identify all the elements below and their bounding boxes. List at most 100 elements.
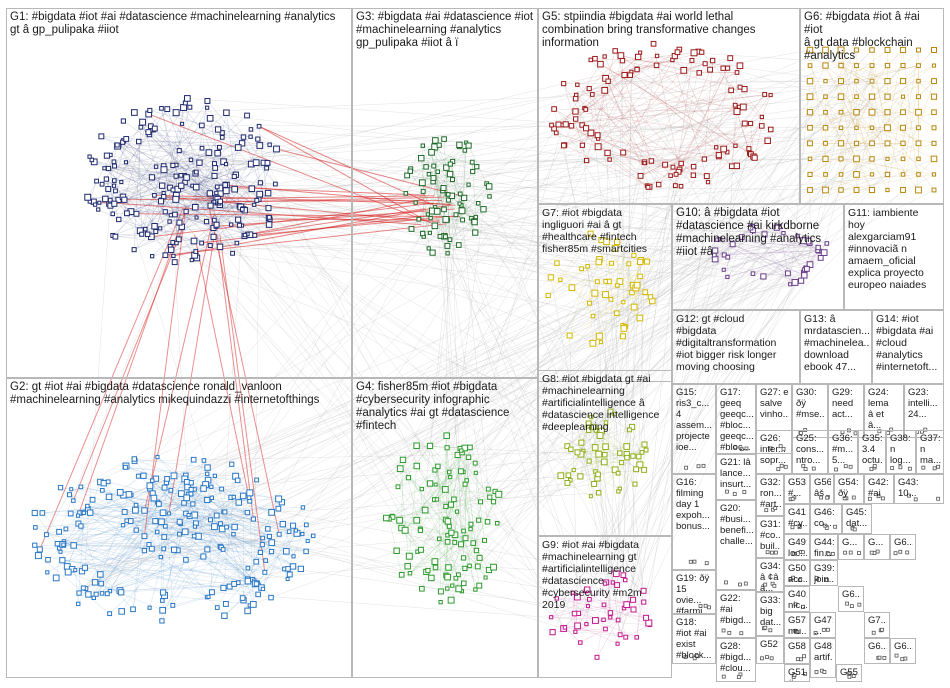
group-box-g39: G39: join...: [810, 560, 838, 586]
group-label-g43: G43: 10...: [898, 477, 919, 499]
group-box-g51: G51: #...: [784, 664, 810, 682]
group-box-g40: G40: nic...: [784, 586, 810, 612]
group-label-g20: G20: #busi... benefi... challe...: [720, 503, 753, 547]
group-label-g7: G7: #iot #bigdata ingliguori #ai â gt #h…: [542, 207, 648, 255]
group-label-g1: G1: #bigdata #iot #ai #datascience #mach…: [10, 11, 336, 36]
group-label-g14: G14: #iot #bigdata #ai #cloud #analytics…: [876, 313, 938, 373]
group-label-g27: G27: e salve vinho...: [760, 387, 789, 420]
group-label-g13: G13: â mrdatascien... #machinelea... dow…: [804, 313, 869, 373]
group-label-g53: G53: #...: [788, 477, 807, 499]
group-box-g56: G56: âš: [810, 474, 834, 504]
group-label-g47: G47: ...: [814, 615, 833, 637]
group-label-g5: G5: stpiindia #bigdata #ai world lethal …: [542, 11, 756, 49]
group-box-g50: G50: acc...: [784, 560, 810, 586]
group-box-g41: G41: #cy...: [784, 504, 810, 534]
group-box-g1: G1: #bigdata #iot #ai #datascience #mach…: [6, 8, 352, 378]
group-box-g42: G42: #ai: [864, 474, 894, 504]
group-label-g31: G31: #co... buil...: [760, 519, 781, 552]
group-label-g41: G41: #cy...: [788, 507, 807, 529]
group-label-g19: G19: ðÿ 15 ovie... #farmi...: [676, 573, 711, 614]
group-box-g30: G30: ðÿ #mse...: [792, 384, 828, 438]
group-label-g17: G17: geeq geeqc... #bloc... geeqc... #bl…: [720, 387, 753, 453]
group-box-g45: G45: dat...: [842, 504, 872, 534]
group-label-g8: G8: #iot #bigdata gt #ai #machinelearnin…: [542, 373, 660, 433]
group-label-g23: G23: intelli... 24...: [908, 387, 938, 420]
group-box-g16: G16: filming day 1 expoh... bonus...: [672, 474, 716, 570]
group-box-g32: G32: ron... #art...: [756, 474, 784, 516]
group-label-g54: G54: ðÿ: [838, 477, 859, 499]
group-label-g24: G24: lema â et â...: [868, 387, 889, 431]
group-box-g20: G20: #busi... benefi... challe...: [716, 500, 756, 590]
group-label-g30: G30: ðÿ #mse...: [796, 387, 825, 420]
group-box-g6d: G7...: [864, 612, 890, 638]
group-box-g36: G36: #m... 5...: [828, 430, 858, 474]
group-label-g58: G58: [788, 641, 806, 652]
group-box-g34: G34: â ¢â â...: [756, 558, 784, 592]
group-box-g28: G28: #bigd... #clou...: [716, 638, 756, 682]
group-box-g29: G29: need act...: [828, 384, 864, 438]
group-label-g15: G15: ris3_c... 4 assem... projecte ioe..…: [676, 387, 712, 453]
group-label-g55: G55: ...: [840, 667, 859, 681]
group-label-g50: G50: acc...: [788, 563, 807, 585]
group-label-g12: G12: gt #cloud #bigdata #digitaltransfor…: [676, 313, 777, 373]
group-label-g6b: G...: [868, 537, 884, 548]
group-box-g6e: G6...: [864, 638, 890, 664]
edge-layer: [34, 43, 935, 658]
group-box-g52: G52: [756, 636, 784, 664]
group-box-g6c: G6...: [890, 534, 916, 560]
group-label-g2: G2: gt #iot #ai #bigdata #datascience ro…: [10, 381, 320, 406]
group-label-g51: G51: #...: [788, 667, 807, 681]
group-label-g6c: G6...: [894, 537, 913, 548]
group-box-g25: G25: cons... ntro...: [792, 430, 828, 474]
group-box-g19: G19: ðÿ 15 ovie... #farmi...: [672, 570, 716, 614]
group-box-g6g: G6...: [838, 586, 864, 612]
group-box-g54: G54: ðÿ: [834, 474, 864, 504]
group-label-g36: G36: #m... 5...: [832, 433, 854, 466]
group-label-g56: G56: âš: [814, 477, 831, 499]
group-label-g25: G25: cons... ntro...: [796, 433, 824, 466]
group-label-g42: G42: #ai: [868, 477, 889, 499]
group-box-g23: G23: intelli... 24...: [904, 384, 944, 438]
group-label-g22: G22: #ai #bigd...: [720, 593, 752, 626]
group-box-g26: G26: inter... sopr...: [756, 430, 792, 474]
group-label-g6f: G6...: [894, 641, 913, 652]
group-box-g15: G15: ris3_c... 4 assem... projecte ioe..…: [672, 384, 716, 474]
group-box-g55: G55: ...: [836, 664, 862, 682]
node-layer: [31, 40, 941, 679]
group-box-g57: G57: mu...: [784, 612, 810, 638]
group-label-g40: G40: nic...: [788, 589, 807, 611]
group-box-g37: G37: n ma...: [916, 430, 944, 474]
group-label-g6: G6: #bigdata #iot â #ai #iot â gt data #…: [804, 11, 920, 62]
group-label-g45: G45: dat...: [846, 507, 868, 529]
group-label-g6g: G6...: [842, 589, 861, 600]
group-label-g49: G49: loc...: [788, 537, 807, 559]
group-box-g47: G47: ...: [810, 612, 836, 638]
group-box-g3: G3: #bigdata #ai #datascience #iot #mach…: [352, 8, 538, 378]
group-label-g4: G4: fisher85m #iot #bigdata #cybersecuri…: [356, 381, 510, 432]
group-box-g6b: G...: [864, 534, 890, 560]
group-box-g38: G38: n log...: [886, 430, 916, 474]
group-box-g4: G4: fisher85m #iot #bigdata #cybersecuri…: [352, 378, 538, 678]
group-box-g21: G21: lâ lance... insurt...: [716, 454, 756, 500]
group-label-g28: G28: #bigd... #clou...: [720, 641, 752, 674]
group-box-g24: G24: lema â et â...: [864, 384, 904, 438]
group-box-g14: G14: #iot #bigdata #ai #cloud #analytics…: [872, 310, 944, 384]
group-label-g3: G3: #bigdata #ai #datascience #iot #mach…: [356, 11, 534, 49]
group-label-g46: G46: co...: [814, 507, 835, 529]
group-label-g37: G37: n ma...: [920, 433, 941, 466]
group-box-g33: G33: big dat...: [756, 592, 784, 636]
group-box-g6f: G6...: [890, 638, 916, 664]
group-label-g33: G33: big dat...: [760, 595, 781, 628]
group-label-g35: G35: 3.4 octu...: [862, 433, 883, 466]
group-label-g38: G38: n log...: [890, 433, 911, 466]
group-box-g6a: G...: [838, 534, 864, 560]
group-label-g34: G34: â ¢â â...: [760, 561, 781, 592]
group-box-g5: G5: stpiindia #bigdata #ai world lethal …: [538, 8, 800, 204]
group-label-g6e: G6...: [868, 641, 887, 652]
group-box-g53: G53: #...: [784, 474, 810, 504]
group-box-g49: G49: loc...: [784, 534, 810, 560]
group-label-g57: G57: mu...: [788, 615, 807, 637]
group-label-g39: G39: join...: [814, 563, 835, 585]
group-box-g11: G11: iambiente hoy alexgarciam91 #innova…: [844, 204, 944, 310]
